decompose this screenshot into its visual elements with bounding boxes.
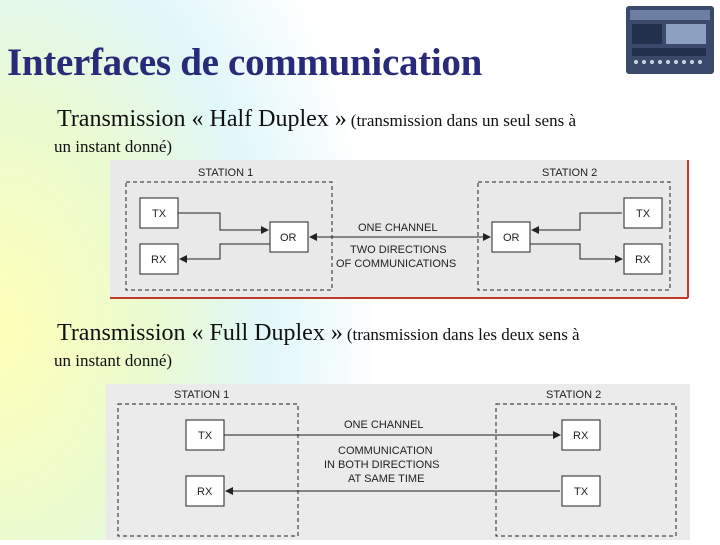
full-tx-right-box (561, 475, 601, 507)
half-diagram-panel (110, 160, 688, 298)
half-duplex-heading-paren: (transmission dans un seul sens à (350, 111, 577, 130)
full-station1-label: STATION 1 (174, 389, 229, 401)
full-duplex-heading-continuation: un instant donné) (54, 351, 173, 370)
half-duplex-heading-continuation: un instant donné) (54, 137, 173, 156)
full-comm-line2: IN BOTH DIRECTIONS (324, 459, 440, 471)
half-station1-box (125, 181, 333, 291)
half-rx-right: RX (635, 254, 651, 266)
half-station2-box (477, 181, 671, 291)
full-rx-right: RX (573, 430, 589, 442)
half-channel-label: ONE CHANNEL (358, 222, 437, 234)
full-station2-box (495, 403, 677, 537)
half-rx-left-box (139, 243, 179, 275)
half-station1-label: STATION 1 (198, 167, 253, 179)
full-channel-label: ONE CHANNEL (344, 419, 423, 431)
half-tx-right-box (623, 197, 663, 229)
full-duplex-heading-main: Transmission « Full Duplex » (57, 320, 343, 346)
full-tx-right: TX (574, 486, 589, 498)
half-duplex-heading: Transmission « Half Duplex » (transmissi… (57, 106, 576, 133)
half-station2-label: STATION 2 (542, 167, 597, 179)
full-rx-left-box (185, 475, 225, 507)
full-comm-line3: AT SAME TIME (348, 473, 424, 485)
half-directions-line1: TWO DIRECTIONS (350, 244, 447, 256)
half-directions-line2: OF COMMUNICATIONS (336, 258, 456, 270)
full-rx-right-box (561, 419, 601, 451)
full-station1-box (117, 403, 299, 537)
plc-device-image (626, 6, 714, 74)
half-tx-left: TX (152, 208, 167, 220)
full-duplex-diagram: STATION 1 TX RX ONE CHANNEL COMMUNICATIO… (106, 384, 690, 540)
full-duplex-heading: Transmission « Full Duplex » (transmissi… (57, 320, 580, 347)
half-or-right-box (491, 221, 531, 253)
full-diagram-panel (106, 384, 690, 540)
half-tx-left-box (139, 197, 179, 229)
half-duplex-diagram: STATION 1 TX RX OR ONE CHANNEL TWO DIREC… (110, 160, 690, 300)
half-or-left-box (269, 221, 309, 253)
full-tx-left: TX (198, 430, 213, 442)
slide-title: Interfaces de communication (7, 41, 482, 84)
half-or-right: OR (503, 232, 520, 244)
half-duplex-heading-main: Transmission « Half Duplex » (57, 106, 347, 132)
half-or-left: OR (280, 232, 297, 244)
full-comm-line1: COMMUNICATION (338, 445, 433, 457)
half-rx-left: RX (151, 254, 167, 266)
half-tx-right: TX (636, 208, 651, 220)
half-rx-right-box (623, 243, 663, 275)
full-duplex-heading-paren: (transmission dans les deux sens à (346, 325, 580, 344)
full-station2-label: STATION 2 (546, 389, 601, 401)
full-rx-left: RX (197, 486, 213, 498)
